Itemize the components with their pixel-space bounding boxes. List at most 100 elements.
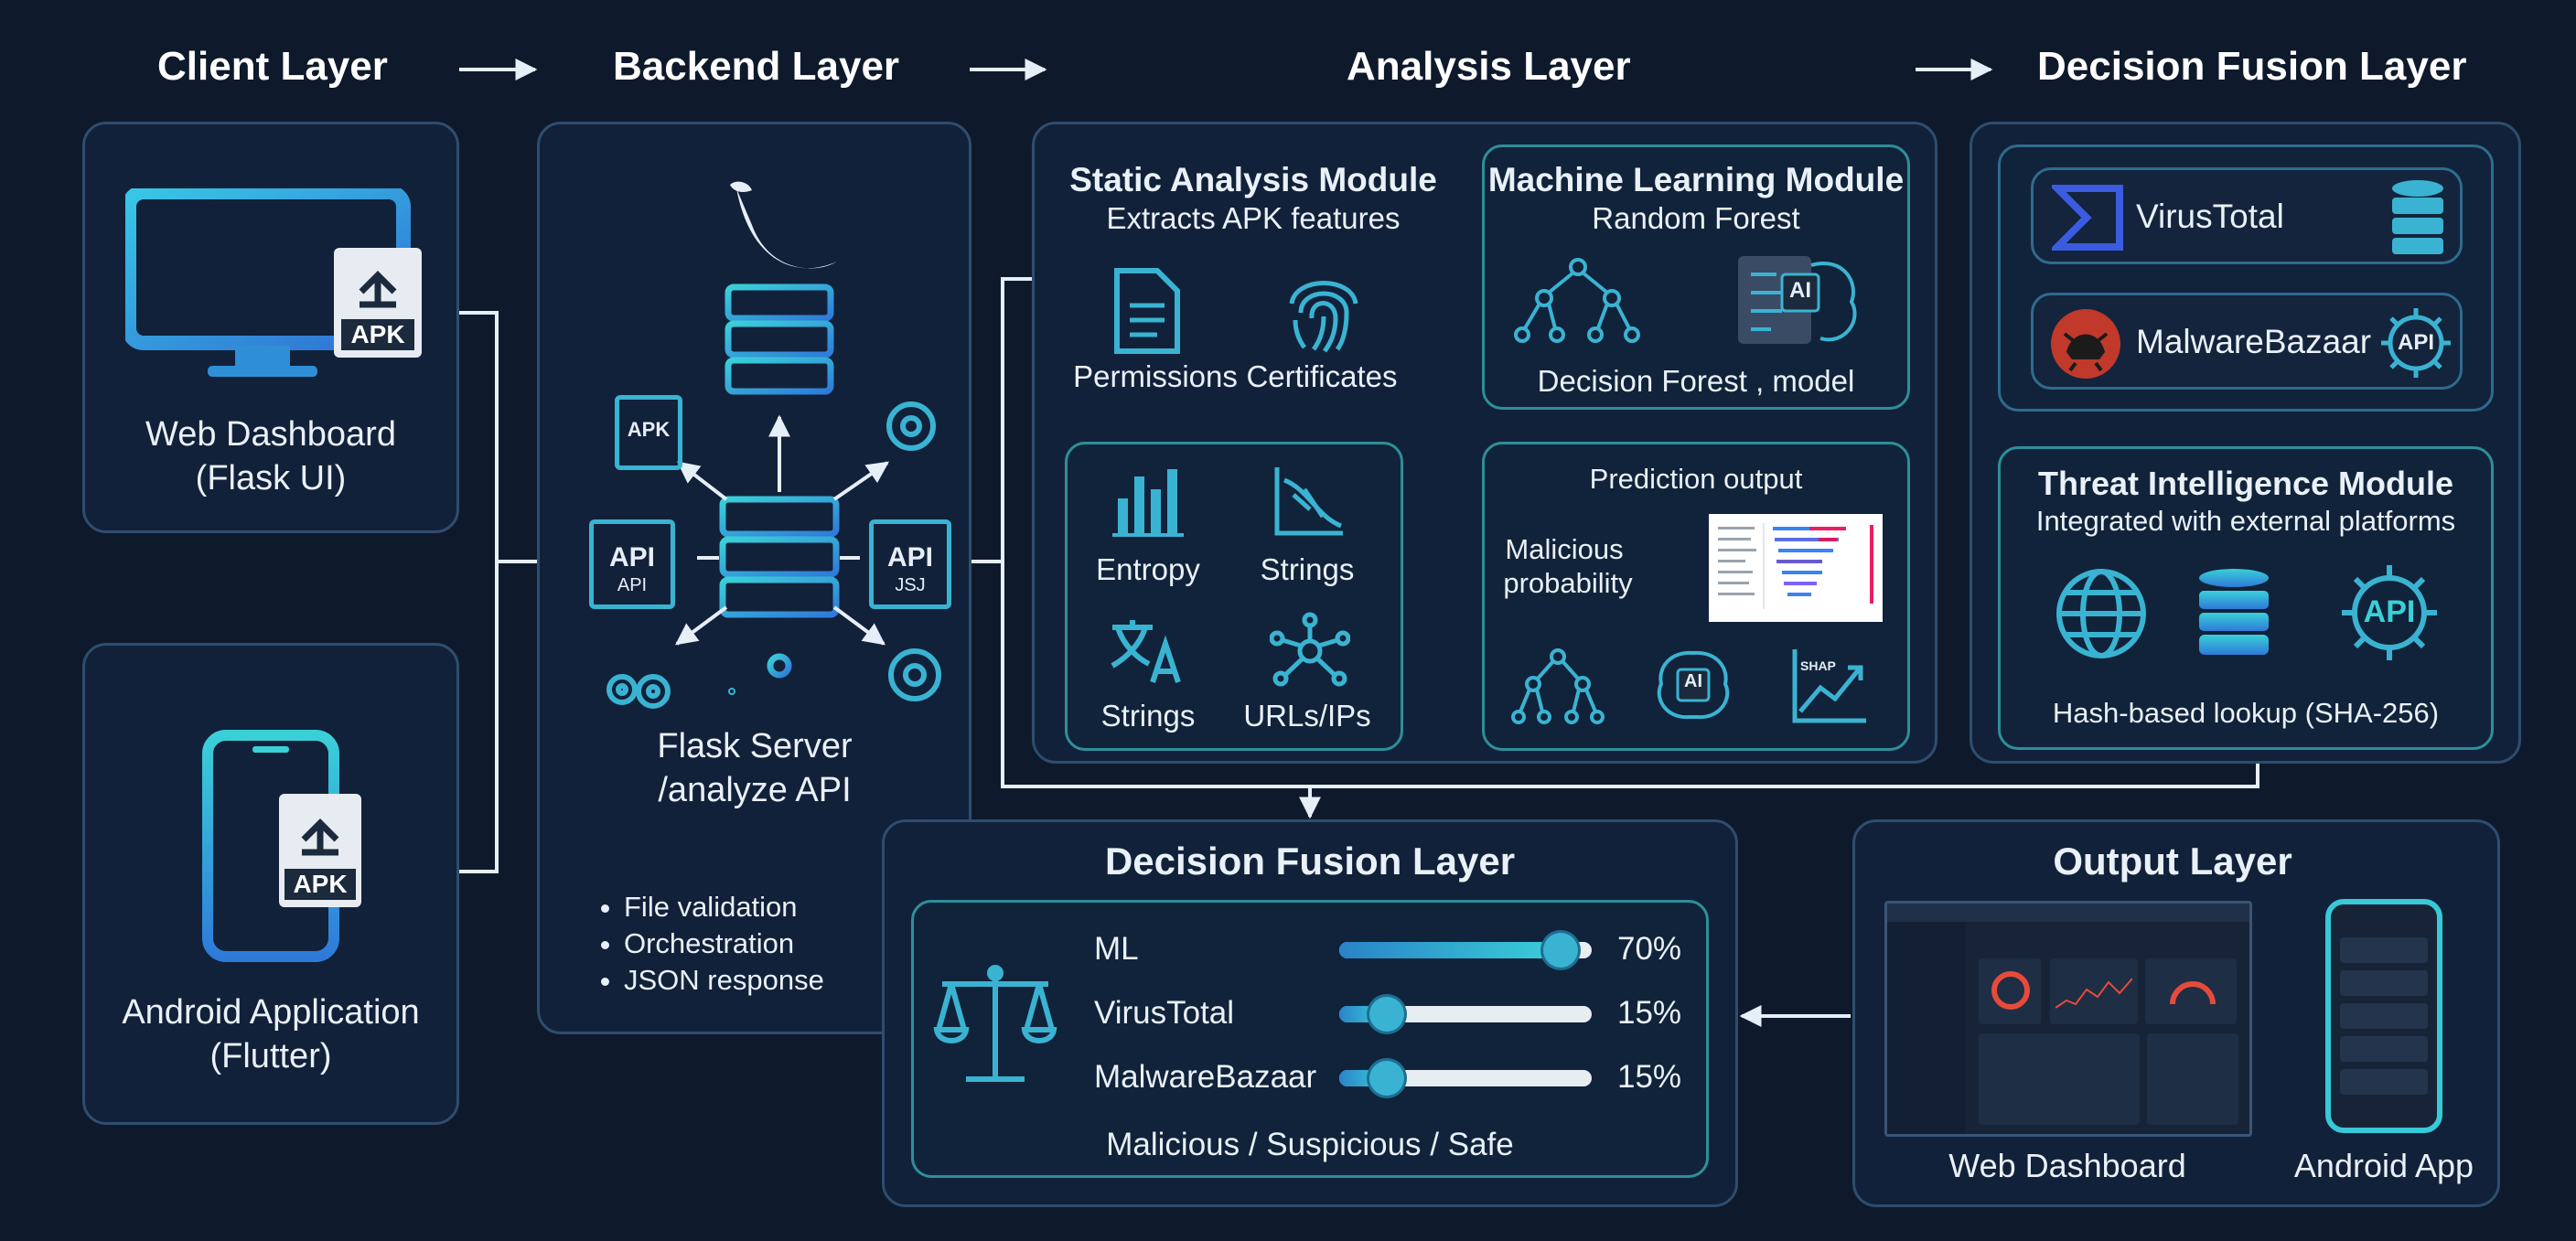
document-icon [1114, 268, 1180, 354]
translate-icon [1111, 620, 1181, 683]
bullet-orchestration: Orchestration [624, 925, 824, 962]
malwarebazaar-logo-icon [2051, 309, 2120, 379]
weight-knob-malwarebazaar[interactable] [1368, 1061, 1404, 1096]
entropy-label: Entropy [1096, 552, 1200, 586]
weight-fill-ml [1339, 942, 1561, 958]
shap-trend-icon [1792, 649, 1866, 723]
network-icon [1270, 612, 1350, 687]
probability-label: probability [1503, 567, 1633, 599]
ai-chip-tag: AI [1789, 278, 1811, 303]
apk-file-tag: APK [341, 319, 414, 350]
malwarebazaar-source-row: MalwareBazaar API [2031, 293, 2463, 390]
malicious-label: Malicious [1505, 533, 1624, 565]
decision-tree-small-icon [1511, 648, 1605, 724]
verdict-label: Malicious / Suspicious / Safe [1106, 1127, 1514, 1162]
threat-intelligence-module-subtitle: Integrated with external platforms [2035, 505, 2456, 537]
api-gear-icon [2381, 308, 2451, 378]
machine-learning-module-subtitle: Random Forest [1592, 201, 1800, 235]
weight-label-ml: ML [1094, 931, 1139, 967]
balance-scale-icon [933, 965, 1057, 1082]
strings-second-label: Strings [1100, 699, 1196, 733]
apk-file-icon: APK [279, 794, 361, 907]
malwarebazaar-label: MalwareBazaar [2136, 323, 2372, 360]
permissions-label: Permissions [1073, 359, 1238, 393]
virustotal-label: VirusTotal [2136, 198, 2284, 235]
virustotal-source-row: VirusTotal [2031, 167, 2463, 264]
strings-label: Strings [1260, 552, 1355, 586]
certificates-label: Certificates [1246, 359, 1398, 393]
output-web-dashboard-label: Web Dashboard [1948, 1147, 2186, 1184]
static-analysis-module-title: Static Analysis Module [1069, 161, 1437, 198]
web-dashboard-label: Web Dashboard [145, 415, 396, 454]
web-dashboard-sublabel: (Flask UI) [195, 459, 347, 497]
ai-brain-icon [1738, 256, 1857, 344]
machine-learning-module-card [1482, 144, 1910, 410]
machine-learning-module-title: Machine Learning Module [1487, 161, 1905, 198]
hash-lookup-caption: Hash-based lookup (SHA-256) [2052, 697, 2440, 729]
header-analysis-layer: Analysis Layer [1347, 44, 1631, 89]
weight-knob-ml[interactable] [1542, 933, 1578, 968]
database-icon [2199, 569, 2269, 655]
android-application-label: Android Application [122, 993, 420, 1032]
fingerprint-icon [1289, 281, 1358, 353]
weight-knob-virustotal[interactable] [1368, 997, 1404, 1032]
web-dashboard-thumbnail [1884, 901, 2252, 1137]
database-icon [2392, 180, 2443, 254]
api-tag: API [2363, 594, 2416, 629]
api-document-icon: API API [589, 519, 675, 609]
thumbnail-sidebar [1887, 922, 1966, 1134]
output-android-app-label: Android App [2293, 1147, 2474, 1184]
flask-logo-icon [730, 181, 837, 269]
gear-icon [606, 401, 941, 709]
android-application-sublabel: (Flutter) [209, 1037, 332, 1075]
central-server-icon [714, 496, 845, 679]
shap-tag: SHAP [1800, 658, 1836, 673]
apk-file-tag: APK [627, 418, 671, 441]
server-stack-icon [724, 284, 834, 419]
weight-label-virustotal: VirusTotal [1094, 995, 1235, 1031]
header-decision-fusion-layer: Decision Fusion Layer [2037, 44, 2467, 89]
api-tag: API [886, 542, 933, 572]
shap-summary-plot-thumbnail [1709, 514, 1883, 622]
decision-tree-icon [1514, 258, 1640, 343]
prediction-output-title: Prediction output [1589, 463, 1803, 495]
decision-fusion-title: Decision Fusion Layer [1104, 840, 1516, 883]
header-client-layer: Client Layer [157, 44, 388, 89]
backend-bullet-list: File validation Orchestration JSON respo… [584, 889, 824, 999]
analyze-api-label: /analyze API [658, 771, 852, 809]
weight-slider-ml[interactable] [1339, 933, 1592, 968]
api-document-icon: API JSJ [869, 519, 951, 609]
ai-chip-tag: AI [1684, 671, 1702, 691]
virustotal-logo-icon [2052, 185, 2123, 251]
weight-label-malwarebazaar: MalwareBazaar [1094, 1059, 1317, 1095]
flask-server-label: Flask Server [657, 727, 853, 765]
ai-brain-small-icon [1657, 650, 1730, 720]
apk-file-icon: APK [334, 248, 422, 358]
api-subtag: JSJ [895, 575, 926, 595]
threat-intelligence-module-title: Threat Intelligence Module [2037, 465, 2454, 502]
weight-slider-malwarebazaar[interactable] [1339, 1061, 1592, 1096]
strings-chart-icon [1274, 467, 1343, 536]
feature-extraction-panel [1065, 442, 1403, 751]
apk-file-tag: APK [284, 869, 356, 900]
weight-slider-virustotal[interactable] [1339, 997, 1592, 1032]
backend-layer-card: APK API API API JSJ Flask Server /analyz… [537, 122, 971, 1034]
decision-forest-caption: Decision Forest , model [1537, 364, 1855, 398]
android-application-client-card: APK Android Application (Flutter) [82, 643, 459, 1125]
gauge-ring-icon [1991, 971, 2030, 1010]
api-tag: API [2397, 330, 2434, 355]
bar-chart-icon [1112, 469, 1184, 537]
output-layer-title: Output Layer [2053, 840, 2292, 883]
globe-icon [2056, 569, 2146, 658]
bullet-file-validation: File validation [624, 889, 824, 925]
sparkline-icon [2055, 978, 2132, 1009]
api-subtag: API [617, 575, 648, 595]
api-gear-icon [2342, 565, 2437, 660]
api-tag: API [608, 542, 655, 572]
weight-value-ml: 70% [1617, 931, 1682, 967]
static-analysis-module-subtitle: Extracts APK features [1106, 201, 1401, 235]
flask-server-diagram [606, 181, 941, 709]
urls-ips-label: URLs/IPs [1243, 699, 1371, 733]
android-app-thumbnail [2325, 899, 2442, 1133]
weight-value-malwarebazaar: 15% [1617, 1059, 1682, 1095]
